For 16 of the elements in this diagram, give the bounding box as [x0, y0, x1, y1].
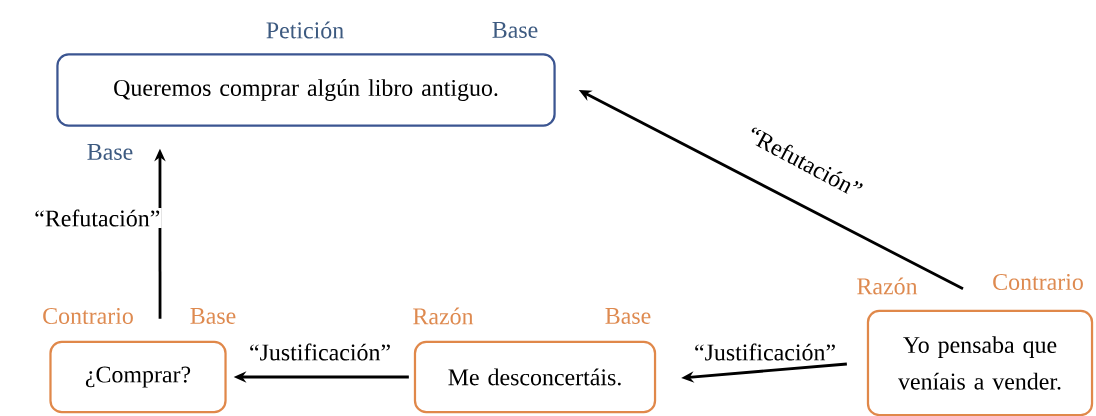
edge-label: “Justificación” — [692, 342, 838, 362]
statement-box: Yo pensaba que veníais a vender. — [866, 309, 1094, 416]
role-label: Contrario — [43, 307, 133, 325]
role-label: Base — [190, 308, 236, 324]
role-label: Base — [605, 308, 651, 324]
edge-label: “Refutación” — [32, 208, 162, 228]
role-label: Contrario — [993, 273, 1083, 291]
role-label: Base — [492, 22, 538, 38]
statement-box: Queremos comprar algún libro antiguo. — [56, 53, 556, 127]
role-label: Razón — [857, 277, 918, 295]
statement-box: Me desconcertáis. — [413, 340, 657, 414]
role-label: Petición — [266, 21, 344, 39]
statement-box: ¿Comprar? — [49, 340, 227, 414]
role-label: Base — [87, 144, 133, 160]
edge-label: “Justificación” — [247, 342, 393, 362]
role-label: Razón — [413, 307, 474, 325]
